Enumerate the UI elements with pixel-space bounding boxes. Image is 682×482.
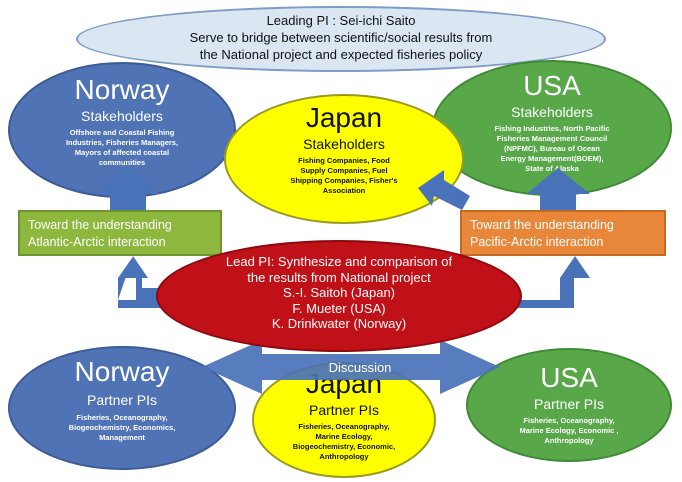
leading-pi-ellipse: Leading PI : Sei-ichi Saito Serve to bri… xyxy=(76,6,606,72)
japan-partners-detail: Biogeochemistry, Economic, xyxy=(292,442,396,451)
japan-partners-ellipse: Japan Partner PIs Fisheries, Oceanograph… xyxy=(252,362,436,478)
usa-stakeholders-details: Fishing Industries, North Pacific Fisher… xyxy=(434,124,670,174)
norway-stakeholders-country: Norway xyxy=(74,74,170,105)
lead-pi-line: the results from National project xyxy=(247,269,431,285)
arrow-elbow-left-body xyxy=(118,256,210,308)
leading-pi-role-line1: Serve to bridge between scientific/socia… xyxy=(189,30,493,45)
japan-partners-detail: Fisheries, Oceanography, xyxy=(298,422,390,431)
leading-pi-name: Leading PI : Sei-ichi Saito xyxy=(266,13,416,28)
usa-partners-country: USA xyxy=(540,362,598,393)
norway-partners-country: Norway xyxy=(74,356,170,387)
usa-stakeholders-detail: Fishing Industries, North Pacific xyxy=(494,124,610,133)
norway-stakeholders-detail: communities xyxy=(98,158,146,167)
norway-stakeholders-details: Offshore and Coastal Fishing Industries,… xyxy=(10,128,234,168)
norway-partners-detail: Biogeochemistry, Economics, xyxy=(68,423,176,432)
japan-stakeholders-country: Japan xyxy=(305,102,383,133)
usa-partners-detail: Fisheries, Oceanography, xyxy=(523,416,615,425)
usa-partners-label: Partner PIs xyxy=(533,396,605,412)
japan-stakeholders-ellipse: Japan Stakeholders Fishing Companies, Fo… xyxy=(224,94,464,224)
lead-pi-line: Lead PI: Synthesize and comparison of xyxy=(225,254,453,269)
leading-pi-role-line2: the National project and expected fisher… xyxy=(199,47,483,62)
japan-partners-label: Partner PIs xyxy=(308,402,380,418)
arrow-elbow-right-body xyxy=(470,256,590,308)
toward-pacific-line1: Toward the understanding xyxy=(470,218,614,232)
arrow-up-usa xyxy=(526,168,590,210)
japan-partners-detail: Anthropology xyxy=(319,452,369,461)
usa-stakeholders-detail: (NPFMC), Bureau of Ocean xyxy=(504,144,600,153)
toward-atlantic-line2: Atlantic-Arctic interaction xyxy=(28,235,166,249)
norway-stakeholders-label: Stakeholders xyxy=(81,108,163,124)
japan-stakeholders-detail: Fishing Companies, Food xyxy=(298,156,390,165)
norway-partners-detail: Fisheries, Oceanography, xyxy=(76,413,168,422)
usa-partners-details: Fisheries, Oceanography, Marine Ecology,… xyxy=(468,416,670,446)
toward-pacific-line2: Pacific-Arctic interaction xyxy=(470,235,604,249)
lead-pi-line: K. Drinkwater (Norway) xyxy=(271,316,407,331)
norway-stakeholders-detail: Mayors of affected coastal xyxy=(74,148,170,157)
discussion-label: Discussion xyxy=(328,360,392,375)
usa-stakeholders-detail: Fisheries Management Council xyxy=(496,134,608,143)
usa-stakeholders-label: Stakeholders xyxy=(511,104,593,120)
japan-stakeholders-label: Stakeholders xyxy=(303,136,385,152)
usa-stakeholders-detail: Energy Management(BOEM), xyxy=(500,154,604,163)
japan-partners-detail: Marine Ecology, xyxy=(315,432,373,441)
norway-stakeholders-detail: Industries, Fisheries Managers, xyxy=(65,138,179,147)
usa-partners-detail: Marine Ecology, Economic , xyxy=(519,426,619,435)
usa-stakeholders-country: USA xyxy=(523,70,581,101)
lead-pi-line: F. Mueter (USA) xyxy=(292,300,386,316)
japan-partners-details: Fisheries, Oceanography, Marine Ecology,… xyxy=(254,422,434,462)
usa-stakeholders-detail: State of Alaska xyxy=(525,164,579,173)
japan-stakeholders-detail: Shipping Companies, Fisher's xyxy=(290,176,398,185)
arrow-up-norway xyxy=(96,168,160,210)
japan-stakeholders-detail: Supply Companies, Fuel xyxy=(300,166,388,175)
toward-atlantic-line1: Toward the understanding xyxy=(28,218,172,232)
norway-partners-ellipse: Norway Partner PIs Fisheries, Oceanograp… xyxy=(8,346,236,470)
japan-stakeholders-details: Fishing Companies, Food Supply Companies… xyxy=(226,156,462,196)
norway-stakeholders-detail: Offshore and Coastal Fishing xyxy=(69,128,175,137)
toward-pacific-box: Toward the understanding Pacific-Arctic … xyxy=(460,210,666,256)
norway-partners-label: Partner PIs xyxy=(86,392,158,408)
japan-stakeholders-detail: Association xyxy=(322,186,366,195)
norway-partners-detail: Management xyxy=(99,433,145,442)
usa-partners-detail: Anthropology xyxy=(544,436,594,445)
lead-pi-line: S.-I. Saitoh (Japan) xyxy=(283,285,395,300)
usa-partners-ellipse: USA Partner PIs Fisheries, Oceanography,… xyxy=(466,348,672,462)
lead-pi-ellipse: Lead PI: Synthesize and comparison of th… xyxy=(156,240,522,352)
discussion-double-arrow xyxy=(202,340,500,394)
norway-partners-details: Fisheries, Oceanography, Biogeochemistry… xyxy=(10,413,234,443)
arrow-diagonal-japan xyxy=(418,170,470,210)
toward-atlantic-box: Toward the understanding Atlantic-Arctic… xyxy=(18,210,222,256)
